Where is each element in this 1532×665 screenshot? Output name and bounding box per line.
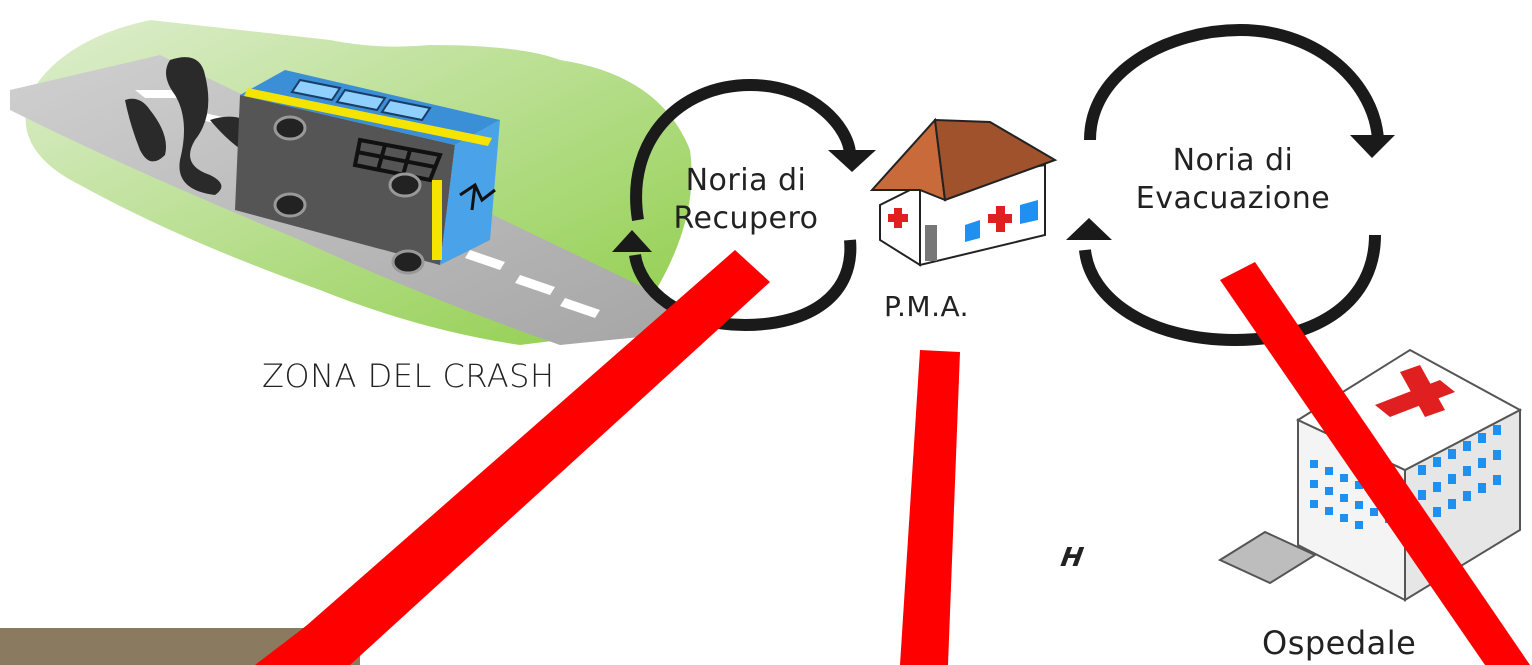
red-arrow-center xyxy=(900,350,960,665)
red-arrow-left-head xyxy=(255,600,340,665)
bus-front xyxy=(440,120,500,265)
hospital-red-cross xyxy=(1375,365,1455,417)
cracked-windshield xyxy=(459,182,496,211)
evacuation-loop-arrows xyxy=(1079,23,1384,347)
bus-wheels xyxy=(273,115,425,275)
red-arrow-left xyxy=(290,250,770,665)
evacuation-loop-bottom-arc xyxy=(1079,234,1381,347)
hospital-helipad xyxy=(1217,530,1318,585)
evacuation-loop-arrowheads xyxy=(1066,135,1395,240)
pma-door xyxy=(925,225,937,261)
crash-zone-illustration xyxy=(10,20,692,345)
pma-building-icon xyxy=(869,117,1058,267)
hospital-windows-right xyxy=(1418,425,1501,525)
evacuation-loop-label-line1: Noria di xyxy=(1172,143,1294,178)
pma-windows xyxy=(965,200,1038,242)
red-arrow-right xyxy=(1220,262,1530,665)
helipad-h: H xyxy=(1056,543,1089,573)
bus-grid-windows xyxy=(352,137,443,183)
recovery-arrowhead-up xyxy=(612,230,652,252)
crash-zone-label: ZONA DEL CRASH xyxy=(262,357,555,395)
recovery-loop-label: Noria di Recupero xyxy=(626,162,866,238)
red-overlay-arrows xyxy=(255,250,1530,665)
recovery-arrowhead-down xyxy=(828,150,876,172)
evacuation-loop-label-line2: Evacuazione xyxy=(1135,181,1331,216)
bus-stripe xyxy=(244,88,492,146)
recovery-loop-label-line2: Recupero xyxy=(673,201,819,236)
pma-cross-right xyxy=(988,206,1012,232)
recovery-loop-bottom-arc xyxy=(629,239,857,332)
recovery-loop-arrowheads xyxy=(612,150,876,252)
bus-icon xyxy=(235,70,500,275)
recovery-loop-label-line1: Noria di xyxy=(685,163,807,198)
recovery-loop-arrows xyxy=(629,78,857,332)
evacuation-loop-top-arc xyxy=(1084,23,1384,141)
recovery-loop-top-arc xyxy=(630,78,856,221)
pma-cross-left xyxy=(888,208,908,228)
pma-label: P.M.A. xyxy=(884,290,970,323)
evacuation-loop-label: Noria di Evacuazione xyxy=(1108,142,1358,218)
evacuation-arrowhead-up xyxy=(1066,218,1112,240)
hospital-label: Ospedale xyxy=(1262,624,1417,662)
pma-roof-side xyxy=(933,118,1058,202)
evacuation-arrowhead-down xyxy=(1350,135,1395,158)
pma-roof-front xyxy=(869,117,947,202)
